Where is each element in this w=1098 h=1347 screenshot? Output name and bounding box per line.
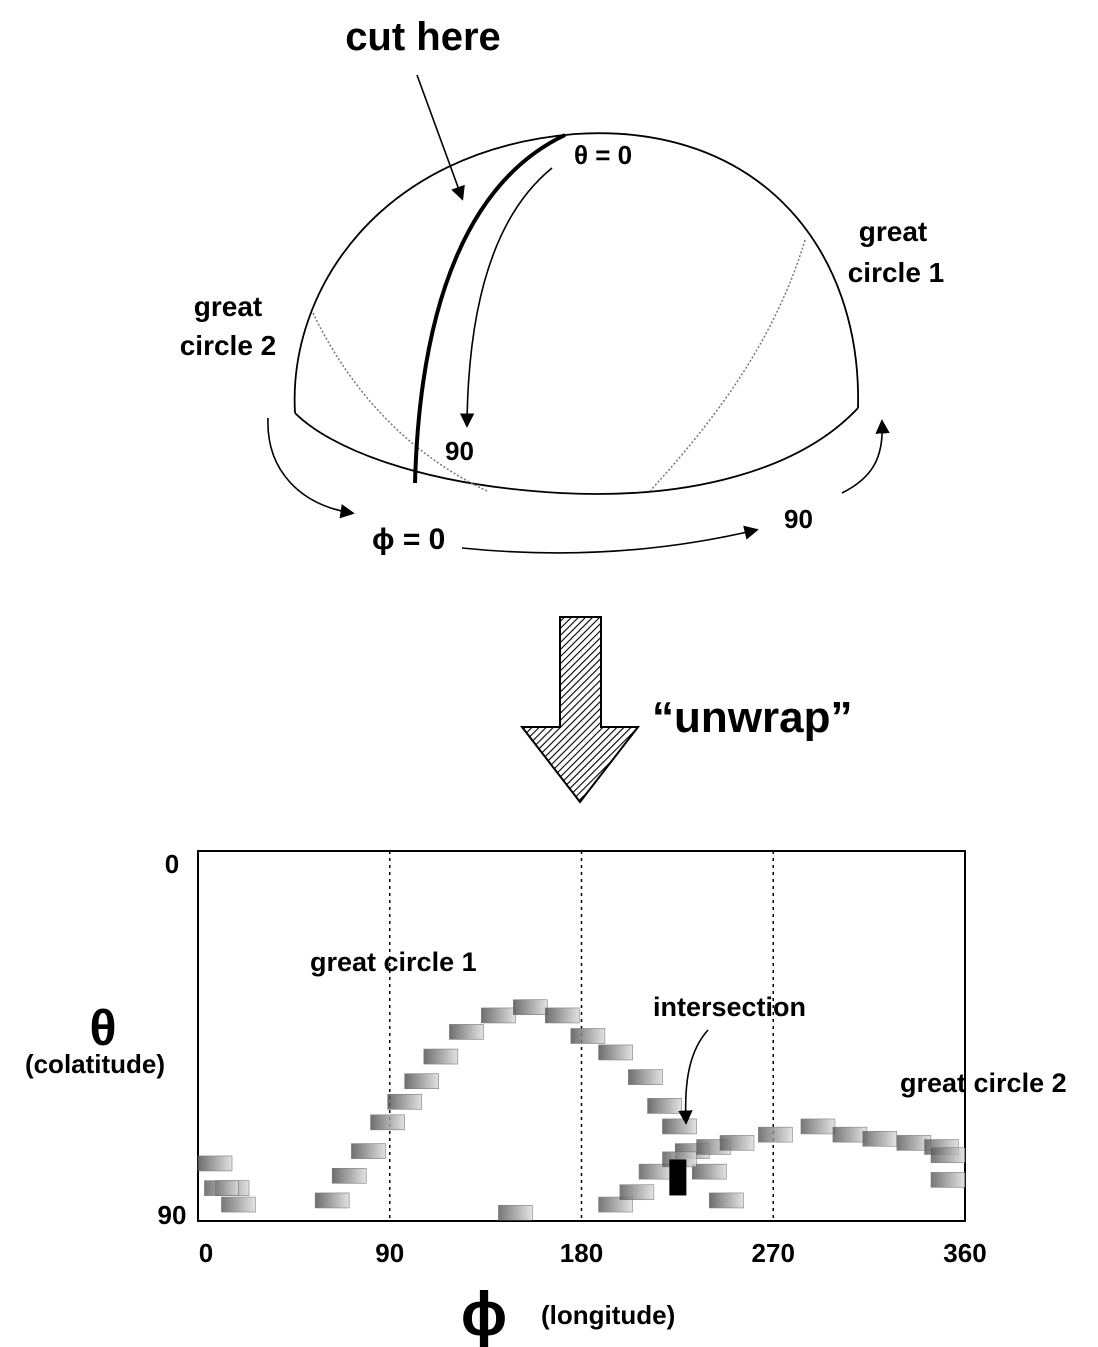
great-circle-1-arc xyxy=(649,239,806,492)
unwrap-hatched-arrow xyxy=(519,616,641,804)
gc2-cell xyxy=(204,1180,239,1196)
gc2-cell xyxy=(930,1172,966,1188)
y-tick-label-90: 90 xyxy=(158,1200,187,1230)
gc1-cell xyxy=(449,1024,484,1040)
great-circle-2-label-line1: great xyxy=(194,291,262,322)
phi-left-curved-arrow xyxy=(267,417,355,519)
x-tick-label-180: 180 xyxy=(560,1238,603,1268)
annotation-great-circle-1: great circle 1 xyxy=(310,947,477,977)
gc2-cell xyxy=(862,1130,898,1147)
theta-direction-arrow xyxy=(459,167,553,428)
gc1-cell xyxy=(662,1118,697,1135)
y-tick-label-0: 0 xyxy=(165,849,179,879)
great-circle-1-label-line2: circle 1 xyxy=(848,257,945,288)
unwrap-label: “unwrap” xyxy=(652,693,852,742)
hemisphere-diagram: cut here θ = 0 90 great circle 1 great c… xyxy=(180,15,945,556)
gc1-cell xyxy=(628,1069,663,1085)
x-axis-label: (longitude) xyxy=(541,1300,675,1330)
x-axis-symbol: ϕ xyxy=(461,1280,507,1347)
gc2-cell xyxy=(498,1204,533,1221)
y-axis-symbol: θ xyxy=(89,1000,116,1056)
x-tick-labels: 0 90 180 270 360 xyxy=(199,1238,987,1268)
great-circle-2-label-line2: circle 2 xyxy=(180,330,277,361)
gc2-cell xyxy=(619,1184,655,1201)
annotation-intersection: intersection xyxy=(653,992,806,1022)
gc1-cell xyxy=(370,1114,405,1131)
y-tick-labels: 0 90 xyxy=(158,849,187,1230)
gc1-cell xyxy=(404,1073,439,1090)
x-tick-label-90: 90 xyxy=(375,1238,404,1268)
gc1-cell xyxy=(544,1007,580,1024)
cut-meridian-line xyxy=(413,133,566,484)
great-circle-1-label-line1: great xyxy=(859,216,927,247)
intersection-marker xyxy=(669,1159,687,1196)
gc1-cell xyxy=(423,1048,459,1065)
gc1-cell xyxy=(513,999,548,1016)
gc1-cell xyxy=(351,1143,386,1159)
hemisphere-dome-outline xyxy=(293,132,859,414)
data-cells xyxy=(197,999,966,1221)
intersection-pointer-arrow xyxy=(678,1029,709,1125)
gc1-cell xyxy=(314,1192,350,1209)
y-axis-label: (colatitude) xyxy=(25,1049,165,1079)
gc2-cell xyxy=(758,1126,793,1143)
gc2-cell xyxy=(800,1118,836,1135)
unwrapped-chart: great circle 1 intersection great circle… xyxy=(25,849,1067,1347)
gc1-cell xyxy=(331,1167,367,1184)
phi-right-curved-arrow xyxy=(841,419,890,494)
gc1-cell xyxy=(481,1007,516,1024)
gc2-cell xyxy=(832,1126,868,1143)
gc2-cell xyxy=(221,1196,256,1213)
cut-here-pointer-arrow xyxy=(416,74,465,201)
x-tick-label-0: 0 xyxy=(199,1238,213,1268)
phi-ninety-label: 90 xyxy=(784,504,813,534)
gc1-cell xyxy=(387,1093,422,1110)
gc1-cell xyxy=(598,1044,633,1061)
gc2-cell xyxy=(719,1135,755,1151)
annotation-great-circle-2: great circle 2 xyxy=(900,1068,1067,1098)
gc1-cell xyxy=(647,1098,682,1114)
unwrap-arrow: “unwrap” xyxy=(519,616,852,804)
x-tick-label-270: 270 xyxy=(752,1238,795,1268)
gc1-cell xyxy=(691,1163,727,1180)
theta-zero-label: θ = 0 xyxy=(574,140,632,170)
cut-here-title: cut here xyxy=(345,15,501,59)
hemisphere-base-rim xyxy=(294,407,859,495)
gc1-cell xyxy=(197,1155,233,1172)
gc1-cell xyxy=(709,1192,744,1209)
x-tick-label-360: 360 xyxy=(943,1238,986,1268)
gc1-cell xyxy=(570,1028,606,1044)
theta-ninety-label: 90 xyxy=(445,436,474,466)
gc2-cell xyxy=(930,1147,966,1164)
gc2-cell xyxy=(598,1196,633,1213)
phi-bottom-arrow xyxy=(461,525,759,554)
phi-zero-label: ϕ = 0 xyxy=(372,523,445,556)
great-circle-2-arc xyxy=(312,312,488,492)
